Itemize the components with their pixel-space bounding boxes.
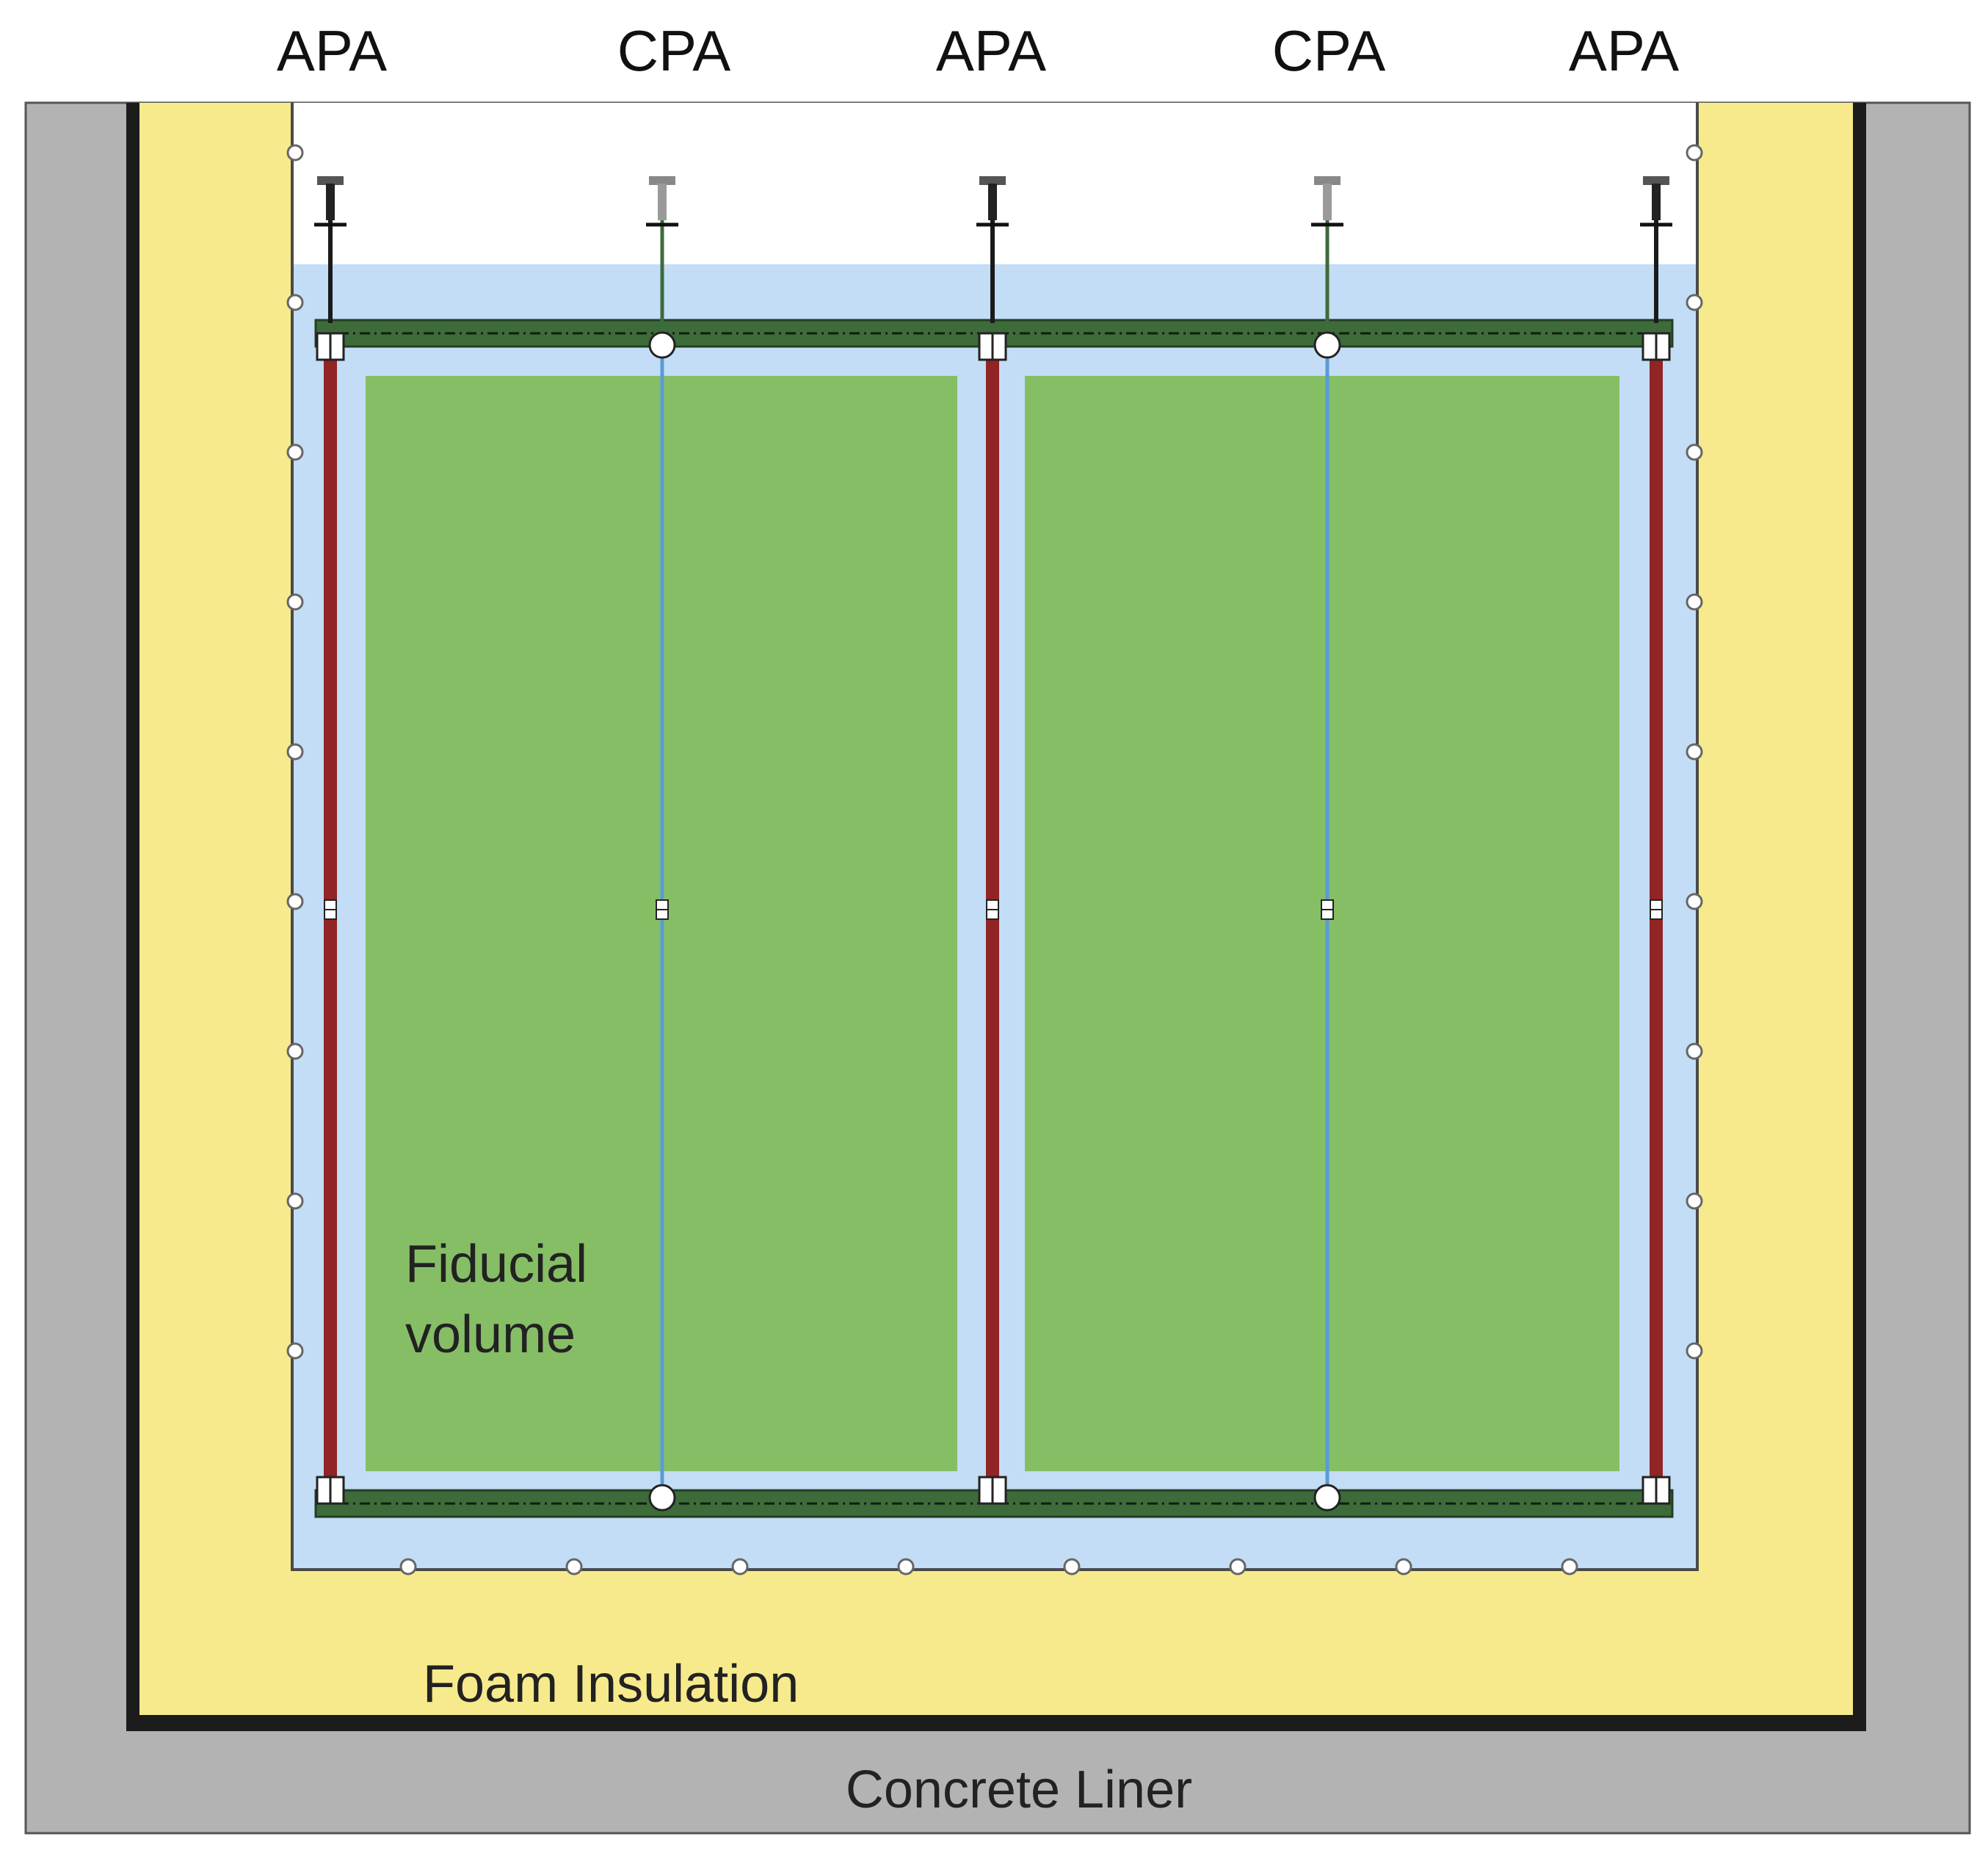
anode-cathode-planes	[314, 176, 1672, 1512]
cpa-connector-bottom-4	[1313, 1484, 1341, 1512]
hanger-cap-2	[649, 176, 675, 185]
corrugation-left	[286, 1042, 304, 1060]
label-apa-3: APA	[1569, 18, 1679, 83]
hanger-cap-3	[979, 176, 1006, 185]
corrugation-left	[286, 1192, 304, 1210]
corrugation-left	[286, 294, 304, 311]
corrugation-left	[286, 1342, 304, 1360]
corrugation-bottom	[731, 1558, 749, 1575]
hanger-stem-2	[658, 184, 667, 220]
hanger-stem-4	[1323, 184, 1332, 220]
corrugation-bottom	[1229, 1558, 1247, 1575]
corrugation-bottom	[1063, 1558, 1081, 1575]
corrugation-left	[286, 144, 304, 162]
hanger-stem-5	[1652, 184, 1661, 220]
label-cpa-2: CPA	[1272, 18, 1386, 83]
hanger-stem-3	[988, 184, 997, 220]
corrugation-right	[1686, 893, 1703, 910]
corrugation-left	[286, 893, 304, 910]
corrugation-right	[1686, 443, 1703, 461]
corrugation-bottom	[1395, 1558, 1412, 1575]
membrane-corrugations	[286, 144, 1703, 1575]
hanger-stem-1	[326, 184, 335, 220]
corrugation-right	[1686, 743, 1703, 761]
corrugation-left	[286, 743, 304, 761]
corrugation-right	[1686, 1342, 1703, 1360]
corrugation-right	[1686, 593, 1703, 611]
label-apa-2: APA	[936, 18, 1046, 83]
fiducial-volume-label-line1: Fiducial	[405, 1235, 587, 1294]
corrugation-bottom	[399, 1558, 417, 1575]
corrugation-bottom	[897, 1558, 915, 1575]
corrugation-right	[1686, 144, 1703, 162]
hanger-cap-5	[1643, 176, 1669, 185]
cpa-connector-top-4	[1313, 331, 1341, 359]
corrugation-right	[1686, 1042, 1703, 1060]
concrete-liner-label: Concrete Liner	[846, 1760, 1192, 1819]
corrugation-left	[286, 443, 304, 461]
fiducial-volume-right	[1025, 376, 1619, 1471]
corrugation-bottom	[565, 1558, 583, 1575]
inner-membrane-outline	[291, 103, 1699, 1571]
label-apa-1: APA	[277, 18, 387, 83]
hanger-cap-1	[317, 176, 344, 185]
corrugation-left	[286, 593, 304, 611]
cpa-connector-top-2	[648, 331, 676, 359]
label-cpa-1: CPA	[617, 18, 731, 83]
cpa-connector-bottom-2	[648, 1484, 676, 1512]
corrugation-right	[1686, 1192, 1703, 1210]
corrugation-bottom	[1561, 1558, 1578, 1575]
corrugation-right	[1686, 294, 1703, 311]
fiducial-volume-label-line2: volume	[405, 1305, 576, 1364]
foam-insulation-label: Foam Insulation	[423, 1655, 799, 1714]
hanger-cap-4	[1314, 176, 1341, 185]
